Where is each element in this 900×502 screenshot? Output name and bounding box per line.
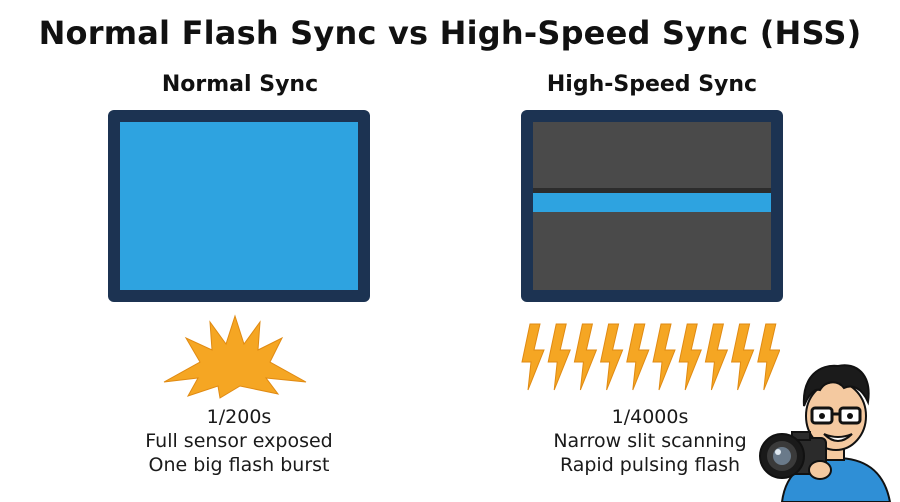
exposed-slit [533, 193, 771, 212]
normal-description-line2: One big flash burst [148, 454, 330, 476]
photographer-illustration [759, 364, 892, 502]
lightning-bolt-icon [678, 323, 702, 391]
hss-sensor [521, 110, 783, 302]
lightning-pulses-group [521, 323, 780, 391]
hss-heading: High-Speed Sync [546, 72, 758, 97]
hss-shutter-speed: 1/4000s [611, 406, 689, 428]
lightning-bolt-icon [704, 323, 729, 391]
lightning-bolt-icon [573, 323, 598, 391]
lightning-bolt-icon [626, 323, 650, 391]
diagram-title: Normal Flash Sync vs High-Speed Sync (HS… [38, 14, 862, 52]
hss-description-line1: Narrow slit scanning [553, 430, 747, 452]
lightning-bolt-icon [730, 323, 755, 391]
second-shutter-curtain [533, 212, 771, 290]
first-shutter-curtain [533, 122, 771, 188]
lightning-bolt-icon [652, 323, 676, 391]
normal-sync-caption: 1/200s Full sensor exposed One big flash… [89, 405, 389, 477]
lightning-bolt-icon [547, 323, 571, 391]
normal-description-line1: Full sensor exposed [145, 430, 333, 452]
hss-description-line2: Rapid pulsing flash [559, 454, 741, 476]
lightning-bolt-icon [521, 323, 545, 391]
normal-sync-heading: Normal Sync [161, 72, 319, 97]
hss-caption: 1/4000s Narrow slit scanning Rapid pulsi… [500, 405, 800, 477]
starburst-icon [163, 314, 307, 399]
fully-exposed-sensor-area [120, 122, 358, 290]
normal-shutter-speed: 1/200s [206, 406, 272, 428]
lightning-bolt-icon [757, 323, 780, 391]
curtain-edge [533, 188, 771, 193]
normal-sync-sensor [108, 110, 370, 302]
lightning-bolt-icon [599, 323, 624, 391]
